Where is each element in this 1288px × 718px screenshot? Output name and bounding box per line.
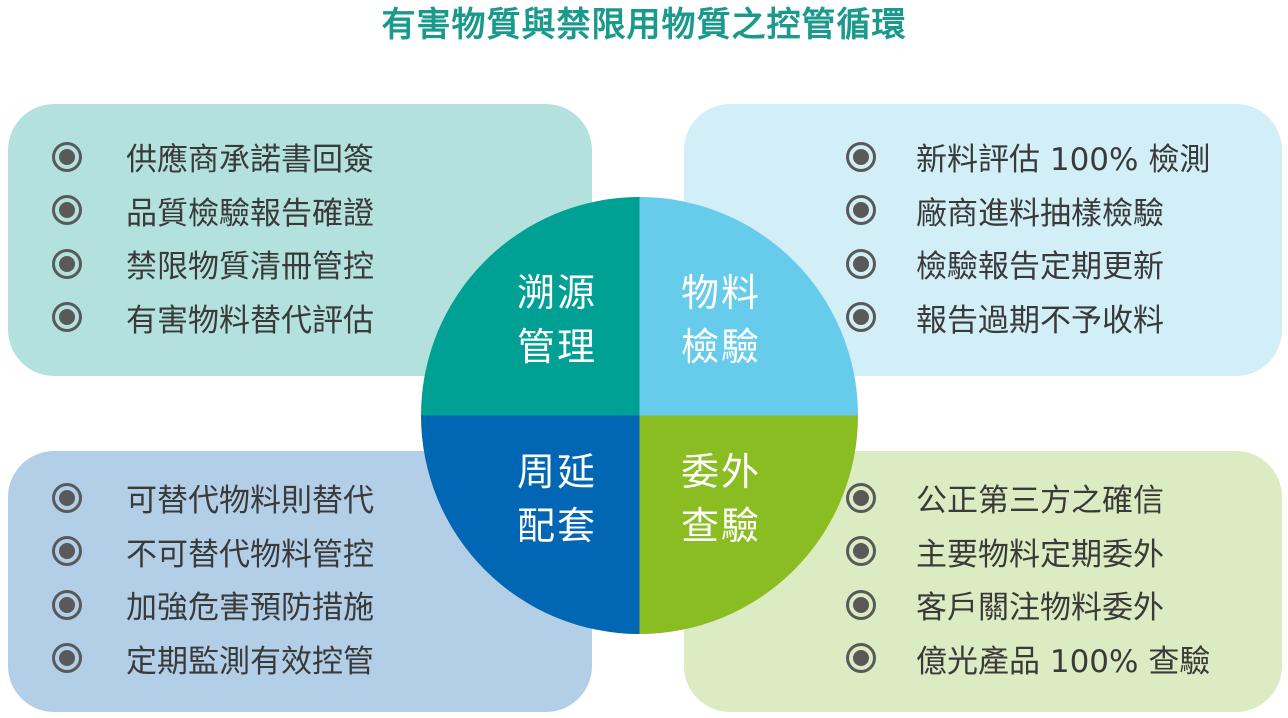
list-item-text: 客戶關注物料委外 <box>916 590 1164 627</box>
list-item: 有害物料替代評估 <box>52 291 374 345</box>
quadrant-label-line: 配套 <box>516 504 597 548</box>
quadrant-label-line: 委外 <box>680 450 761 494</box>
list-item: 檢驗報告定期更新 <box>846 237 1210 291</box>
quadrant-label-line: 溯源 <box>516 271 597 315</box>
list-item: 新料評估 100% 檢測 <box>846 130 1210 184</box>
list-item-text: 廠商進料抽樣檢驗 <box>916 195 1164 232</box>
quadrant-supporting-measures <box>421 415 640 634</box>
list-item-text: 不可替代物料管控 <box>126 536 374 573</box>
list-item-text: 禁限物質清冊管控 <box>126 249 374 286</box>
list-outsourced-verification: 公正第三方之確信 主要物料定期委外 客戶關注物料委外 億光產品 100% 查驗 <box>846 471 1210 685</box>
radio-bullet-icon <box>52 643 82 674</box>
quadrant-label-line: 查驗 <box>680 504 761 548</box>
list-item: 公正第三方之確信 <box>846 471 1210 525</box>
quadrant-material-inspection <box>639 197 858 416</box>
radio-bullet-icon <box>846 302 876 333</box>
list-item-text: 新料評估 100% 檢測 <box>916 142 1211 179</box>
list-item-text: 有害物料替代評估 <box>126 302 374 339</box>
list-item: 供應商承諾書回簽 <box>52 130 374 184</box>
list-item: 品質檢驗報告確證 <box>52 184 374 238</box>
list-item-text: 檢驗報告定期更新 <box>916 249 1164 286</box>
radio-bullet-icon <box>846 482 876 513</box>
list-item: 主要物料定期委外 <box>846 525 1210 579</box>
quadrant-label-outsourced-verification: 委外 查驗 <box>661 445 781 553</box>
list-item-text: 報告過期不予收料 <box>916 302 1164 339</box>
list-item: 報告過期不予收料 <box>846 291 1210 345</box>
quadrant-label-line: 檢驗 <box>680 325 761 369</box>
list-item-text: 億光產品 100% 查驗 <box>916 643 1211 680</box>
cycle-circle <box>421 197 858 634</box>
quadrant-traceability <box>421 197 640 416</box>
list-material-inspection: 新料評估 100% 檢測 廠商進料抽樣檢驗 檢驗報告定期更新 報告過期不予收料 <box>846 130 1210 344</box>
radio-bullet-icon <box>52 589 82 620</box>
list-item: 不可替代物料管控 <box>52 525 374 579</box>
list-item: 可替代物料則替代 <box>52 471 374 525</box>
list-item-text: 加強危害預防措施 <box>126 590 374 627</box>
radio-bullet-icon <box>846 643 876 674</box>
radio-bullet-icon <box>52 536 82 567</box>
quadrant-label-material-inspection: 物料 檢驗 <box>661 266 781 374</box>
list-item-text: 公正第三方之確信 <box>916 483 1164 520</box>
radio-bullet-icon <box>846 589 876 620</box>
radio-bullet-icon <box>52 302 82 333</box>
quadrant-outsourced-verification <box>639 415 858 634</box>
list-item: 億光產品 100% 查驗 <box>846 632 1210 686</box>
quadrant-label-line: 周延 <box>516 450 597 494</box>
list-item-text: 定期監測有效控管 <box>126 643 374 680</box>
quadrant-label-supporting-measures: 周延 配套 <box>497 445 617 553</box>
list-supporting-measures: 可替代物料則替代 不可替代物料管控 加強危害預防措施 定期監測有效控管 <box>52 471 374 685</box>
list-item-text: 可替代物料則替代 <box>126 483 374 520</box>
list-item-text: 品質檢驗報告確證 <box>126 195 374 232</box>
radio-bullet-icon <box>846 141 876 172</box>
list-traceability: 供應商承諾書回簽 品質檢驗報告確證 禁限物質清冊管控 有害物料替代評估 <box>52 130 374 344</box>
quadrant-label-traceability: 溯源 管理 <box>497 266 617 374</box>
page-title: 有害物質與禁限用物質之控管循環 <box>381 5 907 45</box>
radio-bullet-icon <box>52 195 82 226</box>
list-item-text: 主要物料定期委外 <box>916 536 1164 573</box>
radio-bullet-icon <box>52 248 82 279</box>
list-item: 定期監測有效控管 <box>52 632 374 686</box>
radio-bullet-icon <box>846 248 876 279</box>
radio-bullet-icon <box>846 195 876 226</box>
list-item-text: 供應商承諾書回簽 <box>126 142 374 179</box>
radio-bullet-icon <box>52 141 82 172</box>
list-item: 加強危害預防措施 <box>52 578 374 632</box>
radio-bullet-icon <box>846 536 876 567</box>
list-item: 禁限物質清冊管控 <box>52 237 374 291</box>
radio-bullet-icon <box>52 482 82 513</box>
quadrant-label-line: 管理 <box>516 325 597 369</box>
list-item: 廠商進料抽樣檢驗 <box>846 184 1210 238</box>
quadrant-label-line: 物料 <box>680 271 761 315</box>
list-item: 客戶關注物料委外 <box>846 578 1210 632</box>
